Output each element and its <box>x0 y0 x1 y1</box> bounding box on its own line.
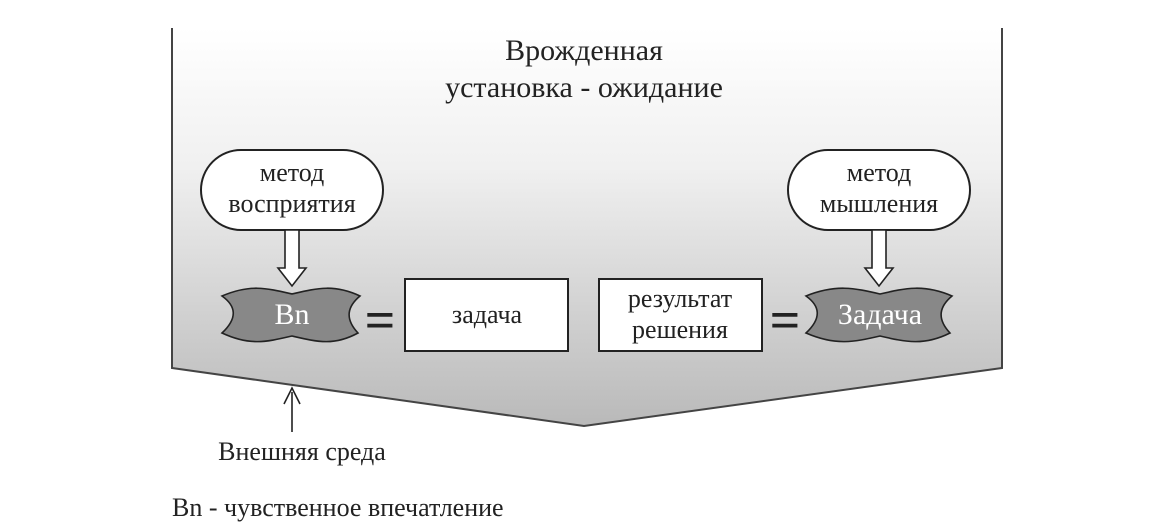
environment-label: Внешняя среда <box>218 437 386 466</box>
task-box-label: задача <box>452 300 523 329</box>
impression-label: Bn <box>274 298 309 331</box>
title-line-1: Врожденная <box>505 34 663 67</box>
result-box-line-2: решения <box>632 315 728 344</box>
thinking-method-line-1: метод <box>847 158 912 187</box>
perception-method-line-1: метод <box>260 158 325 187</box>
environment-arrow-head <box>283 386 301 405</box>
double-arrow-thinking <box>863 229 895 288</box>
legend-text: Bn - чувственное впечатление <box>172 493 504 522</box>
result-box <box>598 278 763 352</box>
task-cloud-label: Задача <box>838 298 922 331</box>
equals-sign-right: = <box>770 290 801 350</box>
perception-method-line-2: восприятия <box>228 189 355 218</box>
environment-region <box>172 28 1002 426</box>
result-box-line-1: результат <box>628 284 732 313</box>
thinking-method-line-2: мышления <box>820 189 938 218</box>
equals-sign-left: = <box>365 290 396 350</box>
title-line-2: установка - ожидание <box>445 71 723 104</box>
task-box <box>404 278 569 352</box>
impression-cloud <box>220 287 362 343</box>
double-arrow-perception <box>276 229 308 288</box>
environment-region-border <box>171 28 1003 428</box>
task-cloud <box>804 287 954 343</box>
